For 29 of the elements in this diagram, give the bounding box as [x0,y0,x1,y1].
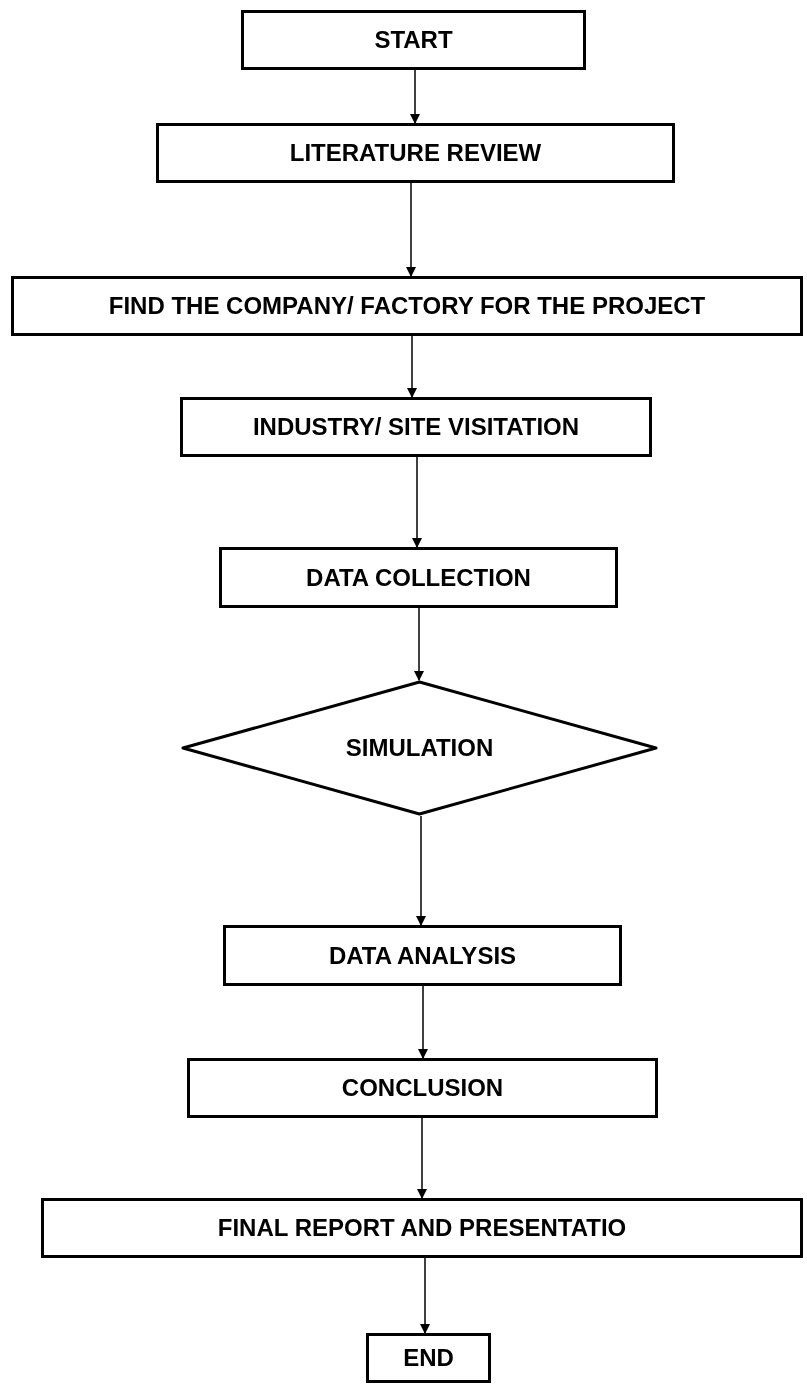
step-text: DATA COLLECTION [306,562,531,593]
step-text: FIND THE COMPANY/ FACTORY FOR THE PROJECT [108,291,706,321]
arrow [418,985,428,1059]
process-box [223,925,622,986]
step-text: START [374,25,453,55]
arrow [410,69,420,124]
arrow [420,1257,430,1334]
process-box [366,1333,491,1383]
arrow [417,1117,427,1199]
process-box [241,10,586,70]
step-text: LITERATURE REVIEW [289,138,542,168]
step-text: SIMULATION [345,733,494,763]
process-box [41,1198,803,1258]
step-text: FINAL REPORT AND PRESENTATIO [217,1213,627,1243]
step-text: DATA ANALYSIS [328,940,517,971]
step-text: CONCLUSION [341,1073,504,1103]
arrow [414,607,424,681]
process-box [180,397,652,457]
arrow [416,815,426,926]
process-box [187,1058,658,1118]
arrow [407,335,417,398]
process-box [156,123,675,183]
arrow [412,456,422,548]
decision-diamond [181,680,658,816]
step-text: INDUSTRY/ SITE VISITATION [252,412,580,442]
process-box [11,276,803,336]
step-text: END [403,1343,454,1373]
process-box [219,547,618,608]
arrow [406,182,416,277]
